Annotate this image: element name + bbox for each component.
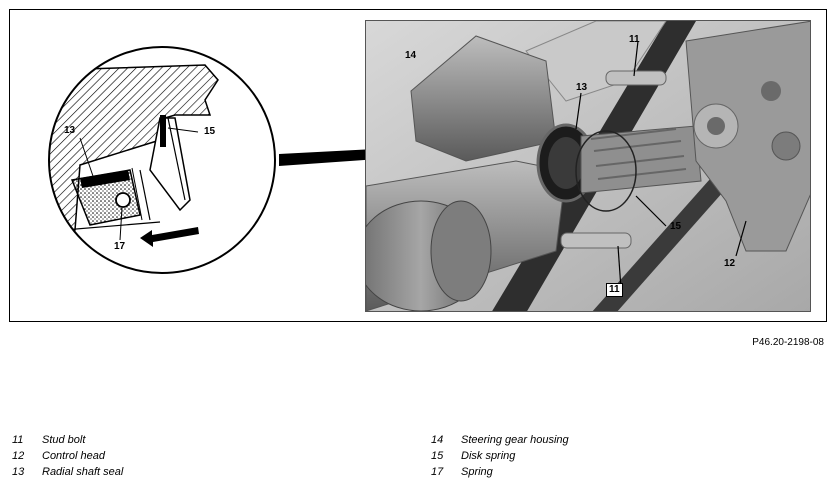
legend-right: 14 Steering gear housing 15 Disk spring … (431, 432, 569, 480)
legend-number: 12 (12, 450, 25, 462)
callout-11-top: 11 (629, 34, 640, 45)
legend-label: Stud bolt (42, 434, 86, 446)
callout-13-detail: 13 (64, 125, 76, 136)
legend-number: 15 (431, 450, 444, 462)
legend-label: Spring (461, 466, 493, 478)
legend-number: 11 (12, 434, 24, 446)
callout-12: 12 (724, 258, 736, 269)
callout-15-detail: 15 (204, 126, 216, 137)
detail-diagram (48, 46, 548, 274)
figure-code: P46.20-2198-08 (752, 337, 824, 348)
legend-item: 13 Radial shaft seal (12, 464, 123, 480)
callout-14: 14 (405, 50, 417, 61)
legend-number: 17 (431, 466, 444, 478)
legend-item: 17 Spring (431, 464, 569, 480)
callout-11-bottom: 11 (606, 283, 623, 297)
callout-15-photo: 15 (670, 221, 682, 232)
legend-number: 13 (12, 466, 25, 478)
steering-gear-photo (365, 20, 811, 312)
callout-13-photo: 13 (576, 82, 588, 93)
disk-spring-detail (160, 115, 166, 147)
legend-item: 15 Disk spring (431, 448, 569, 464)
legend-label: Control head (42, 450, 105, 462)
legend-item: 14 Steering gear housing (431, 432, 569, 448)
legend-number: 14 (431, 434, 444, 446)
legend-item: 11 Stud bolt (12, 432, 123, 448)
callout-17: 17 (114, 241, 126, 252)
legend-label: Radial shaft seal (42, 466, 124, 478)
legend-label: Disk spring (461, 450, 516, 462)
spring-ring (115, 192, 131, 208)
legend-item: 12 Control head (12, 448, 123, 464)
legend-left: 11 Stud bolt 12 Control head 13 Radial s… (12, 432, 123, 480)
direction-arrow (140, 227, 199, 247)
legend-label: Steering gear housing (461, 434, 569, 446)
